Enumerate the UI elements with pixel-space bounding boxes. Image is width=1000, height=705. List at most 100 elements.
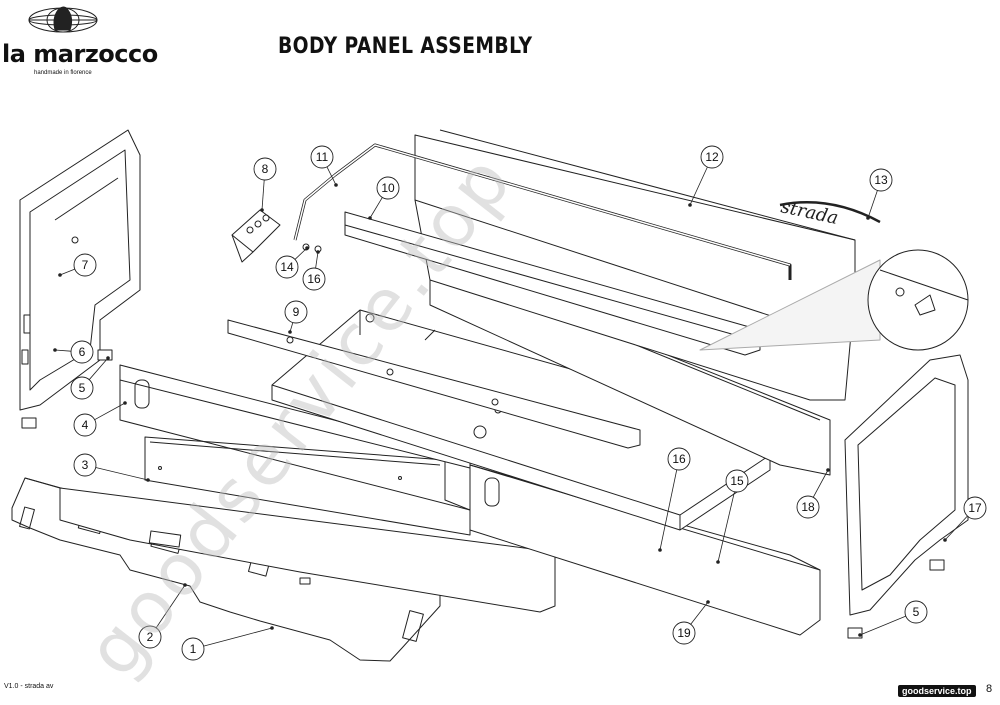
callout-leader-line xyxy=(94,402,126,421)
callout-circle xyxy=(904,600,928,624)
callout-leader-line xyxy=(261,179,265,211)
callout-number: 4 xyxy=(82,418,89,432)
callout-4: 4 xyxy=(73,401,127,437)
callout-3: 3 xyxy=(73,453,150,482)
fasteners xyxy=(21,243,945,639)
callout-leader-line xyxy=(294,247,308,260)
callout-number: 16 xyxy=(672,452,686,466)
callout-15: 15 xyxy=(716,469,749,564)
callout-anchor-dot xyxy=(658,548,662,552)
version-label: V1.0 - strada av xyxy=(4,683,54,690)
callout-5: 5 xyxy=(70,356,110,400)
part-13-strada-emblem xyxy=(779,201,881,224)
part-10-support-bar xyxy=(344,211,761,356)
callout-8: 8 xyxy=(253,157,277,212)
callout-leader-line xyxy=(867,190,878,219)
callout-anchor-dot xyxy=(260,208,264,212)
callout-anchor-dot xyxy=(316,250,320,254)
callout-anchor-dot xyxy=(123,401,127,405)
callout-anchor-dot xyxy=(368,216,372,220)
callout-leader-line xyxy=(326,166,337,186)
callout-7: 7 xyxy=(58,253,97,277)
callout-circle xyxy=(310,145,334,169)
callout-13: 13 xyxy=(866,168,893,220)
callout-anchor-dot xyxy=(53,348,57,352)
callout-19: 19 xyxy=(672,600,710,645)
callout-10: 10 xyxy=(368,176,400,220)
callout-leader-line xyxy=(155,584,186,629)
callout-14: 14 xyxy=(275,246,309,279)
callout-anchor-dot xyxy=(270,626,274,630)
callout-9: 9 xyxy=(284,300,308,334)
callout-circle xyxy=(70,340,94,364)
part-2-lower-trim xyxy=(59,487,556,613)
callout-circle xyxy=(73,453,97,477)
callout-number: 3 xyxy=(82,458,89,472)
callout-circle xyxy=(700,145,724,169)
part-11-rail xyxy=(293,143,792,280)
callout-anchor-dot xyxy=(106,356,110,360)
part-9-rail-bracket xyxy=(227,319,641,449)
callout-leader-line xyxy=(54,349,72,352)
callout-circle xyxy=(667,447,691,471)
callout-number: 13 xyxy=(874,173,888,187)
callout-17: 17 xyxy=(943,496,987,542)
callout-anchor-dot xyxy=(716,560,720,564)
callout-anchor-dot xyxy=(688,203,692,207)
globe-lion-icon xyxy=(28,6,98,33)
callout-anchor-dot xyxy=(183,583,187,587)
callout-number: 19 xyxy=(677,626,691,640)
callout-circle xyxy=(73,413,97,437)
callout-anchor-dot xyxy=(858,633,862,637)
callout-anchor-dot xyxy=(706,600,710,604)
callout-circle xyxy=(725,469,749,493)
callout-anchor-dot xyxy=(826,468,830,472)
callout-anchor-dot xyxy=(58,273,62,277)
callout-18: 18 xyxy=(796,468,830,519)
callout-number: 17 xyxy=(968,501,982,515)
callout-circle xyxy=(73,253,97,277)
callout-number: 16 xyxy=(307,272,321,286)
callout-number: 18 xyxy=(801,500,815,514)
callout-number: 5 xyxy=(79,381,86,395)
callout-6: 6 xyxy=(53,340,94,364)
callout-number: 5 xyxy=(913,605,920,619)
callout-leader-line xyxy=(812,469,829,498)
callout-leader-line xyxy=(690,601,709,625)
callout-leader-line xyxy=(95,467,149,481)
callout-number: 15 xyxy=(730,474,744,488)
callout-number: 10 xyxy=(381,181,395,195)
callout-circle xyxy=(284,300,308,324)
callout-circle xyxy=(302,267,326,291)
callout-number: 14 xyxy=(280,260,294,274)
callout-leader-line xyxy=(59,268,75,276)
callout-circle xyxy=(70,376,94,400)
callout-number: 7 xyxy=(82,258,89,272)
callout-anchor-dot xyxy=(305,246,309,250)
callout-anchor-dot xyxy=(334,183,338,187)
callout-leader-line xyxy=(689,166,708,206)
callout-1: 1 xyxy=(181,626,274,661)
brand-wordmark: la marzocco xyxy=(2,40,158,68)
callout-leader-line xyxy=(315,251,319,269)
detail-magnifier xyxy=(699,249,969,351)
callout-leader-line xyxy=(659,469,678,551)
callout-circle xyxy=(138,625,162,649)
callout-anchor-dot xyxy=(288,330,292,334)
callout-number: 1 xyxy=(190,642,197,656)
callout-circle xyxy=(253,157,277,181)
part-8-small-bracket xyxy=(231,209,281,263)
callout-circle xyxy=(672,621,696,645)
callout-11: 11 xyxy=(310,145,338,187)
callout-number: 12 xyxy=(705,150,719,164)
callout-circle xyxy=(181,637,205,661)
page-title: BODY PANEL ASSEMBLY xyxy=(278,34,533,59)
callout-circle xyxy=(376,176,400,200)
callout-leader-line xyxy=(859,615,906,636)
page-number: 8 xyxy=(986,683,993,695)
callout-number: 8 xyxy=(262,162,269,176)
callout-anchor-dot xyxy=(943,538,947,542)
